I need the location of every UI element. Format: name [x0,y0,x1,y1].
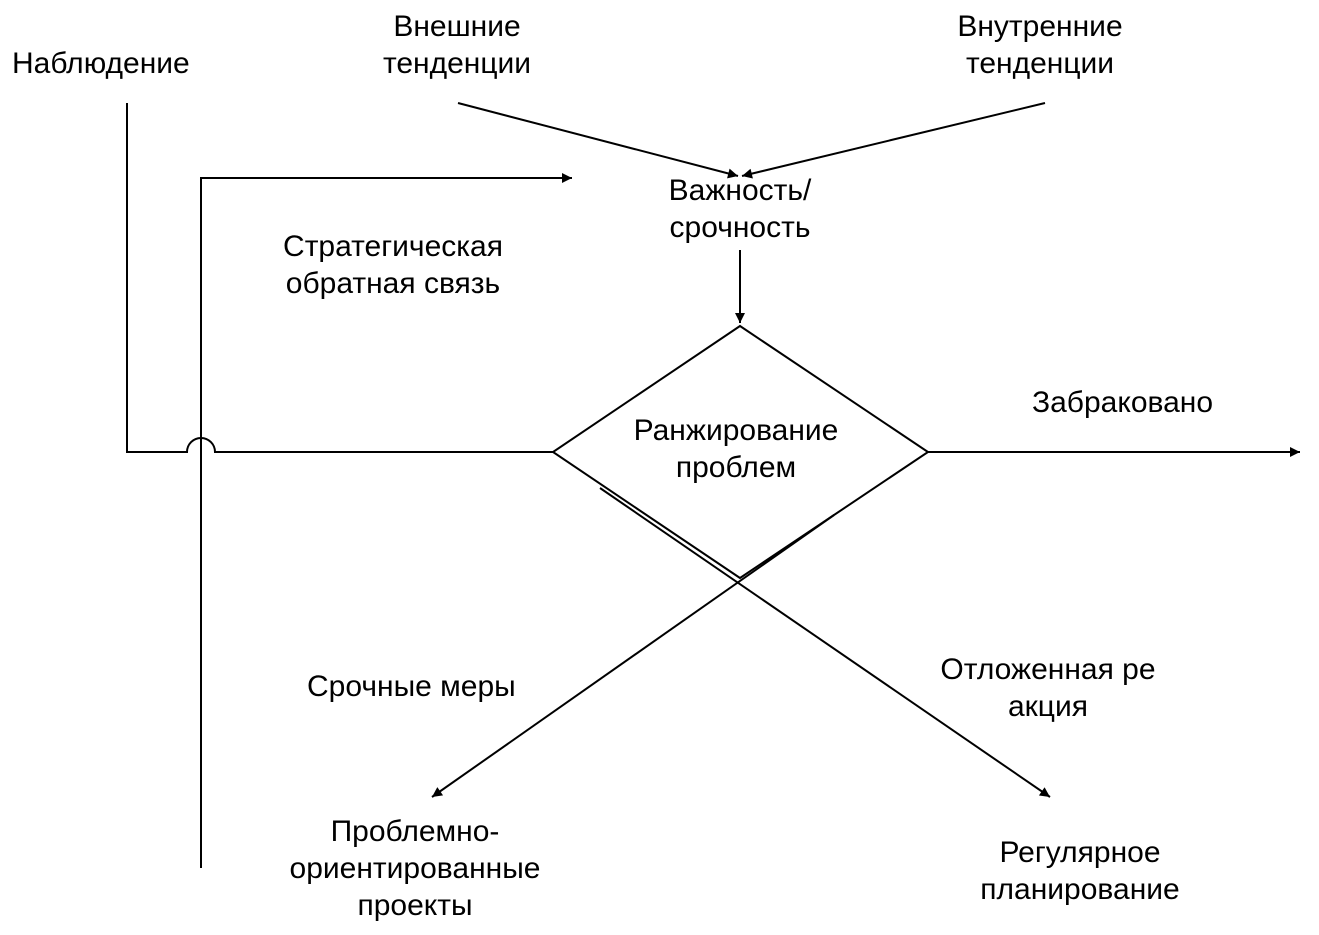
strategic-feedback-line [200,173,572,868]
problem-ranking-label: Ранжирование проблем [633,414,839,484]
problem-projects-label: Проблемно- ориентированные проекты [289,815,541,922]
urgent-measures-arrow [431,514,835,798]
strategic-feedback-label: Стратегическая обратная связь [283,230,503,300]
internal-trends-label: Внутренние тенденции [957,10,1123,80]
observation-flow-line [126,103,553,453]
rejected-label: Забраковано [1032,386,1214,419]
observation-label: Наблюдение [12,47,190,80]
problem-ranking-diamond [551,324,930,580]
internal-trends-arrow [741,102,1046,179]
urgent-measures-label: Срочные меры [307,670,516,703]
external-trends-label: Внешние тенденции [382,10,532,80]
external-trends-arrow [457,102,739,179]
deferred-reaction-label: Отложенная ре акция [940,653,1156,723]
regular-planning-label: Регулярное планирование [980,836,1180,906]
importance-urgency-label: Важность/ срочность [668,174,812,244]
deferred-reaction-arrow [599,487,1051,798]
